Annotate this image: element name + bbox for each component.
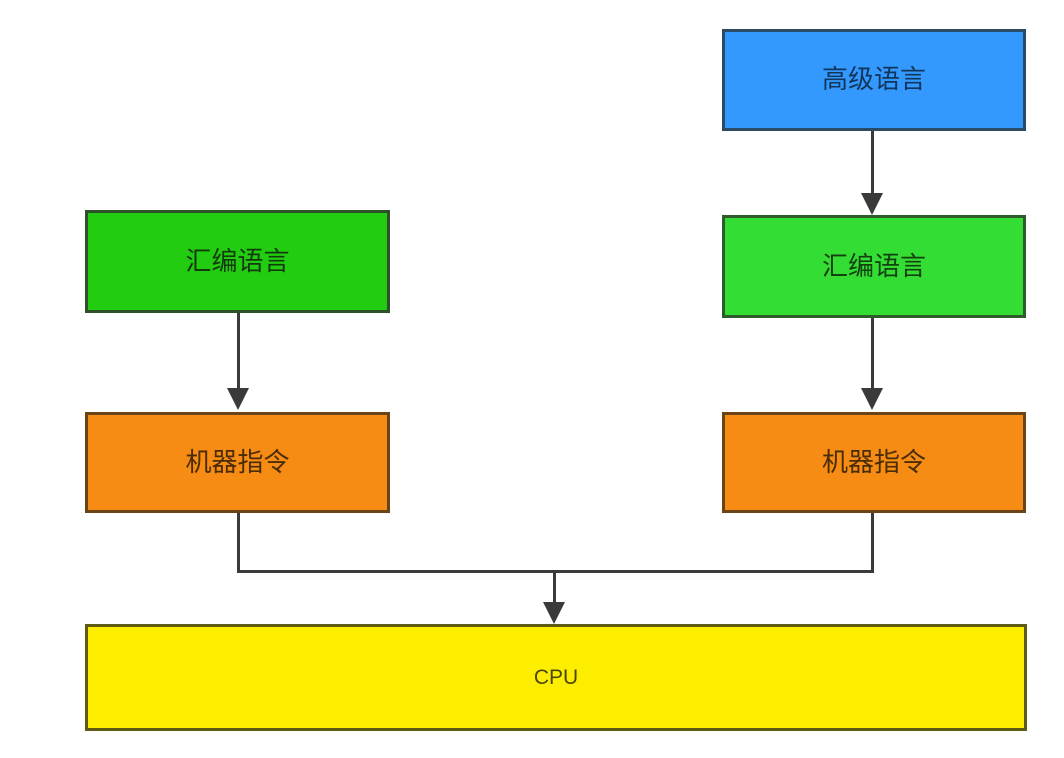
node-cpu[interactable]: CPU [85,624,1027,731]
edge-merge-bus-to-cpu [553,570,556,608]
edge-machine-right-to-merge-bus [871,513,874,573]
node-high-level-language-label: 高级语言 [821,64,926,95]
arrowhead-high-level-to-assembly [861,193,883,215]
node-machine-instruction-right[interactable]: 机器指令 [722,412,1026,513]
edge-high-level-to-assembly [871,131,874,195]
node-machine-instruction-right-label: 机器指令 [821,446,926,477]
node-assembly-language-left-label: 汇编语言 [185,245,290,276]
node-machine-instruction-left-label: 机器指令 [185,446,290,477]
arrowhead-assembly-left-to-machine-left [227,388,249,410]
node-assembly-language-right-label: 汇编语言 [821,250,926,281]
node-assembly-language-right[interactable]: 汇编语言 [722,215,1026,318]
node-assembly-language-left[interactable]: 汇编语言 [85,210,390,313]
node-machine-instruction-left[interactable]: 机器指令 [85,412,390,513]
arrowhead-merge-bus-to-cpu [543,602,565,624]
edge-machine-left-to-merge-bus [237,513,240,573]
edge-assembly-right-to-machine-right [871,318,874,390]
edge-assembly-left-to-machine-left [237,313,240,390]
node-cpu-label: CPU [533,665,579,689]
node-high-level-language[interactable]: 高级语言 [722,29,1026,131]
arrowhead-assembly-right-to-machine-right [861,388,883,410]
